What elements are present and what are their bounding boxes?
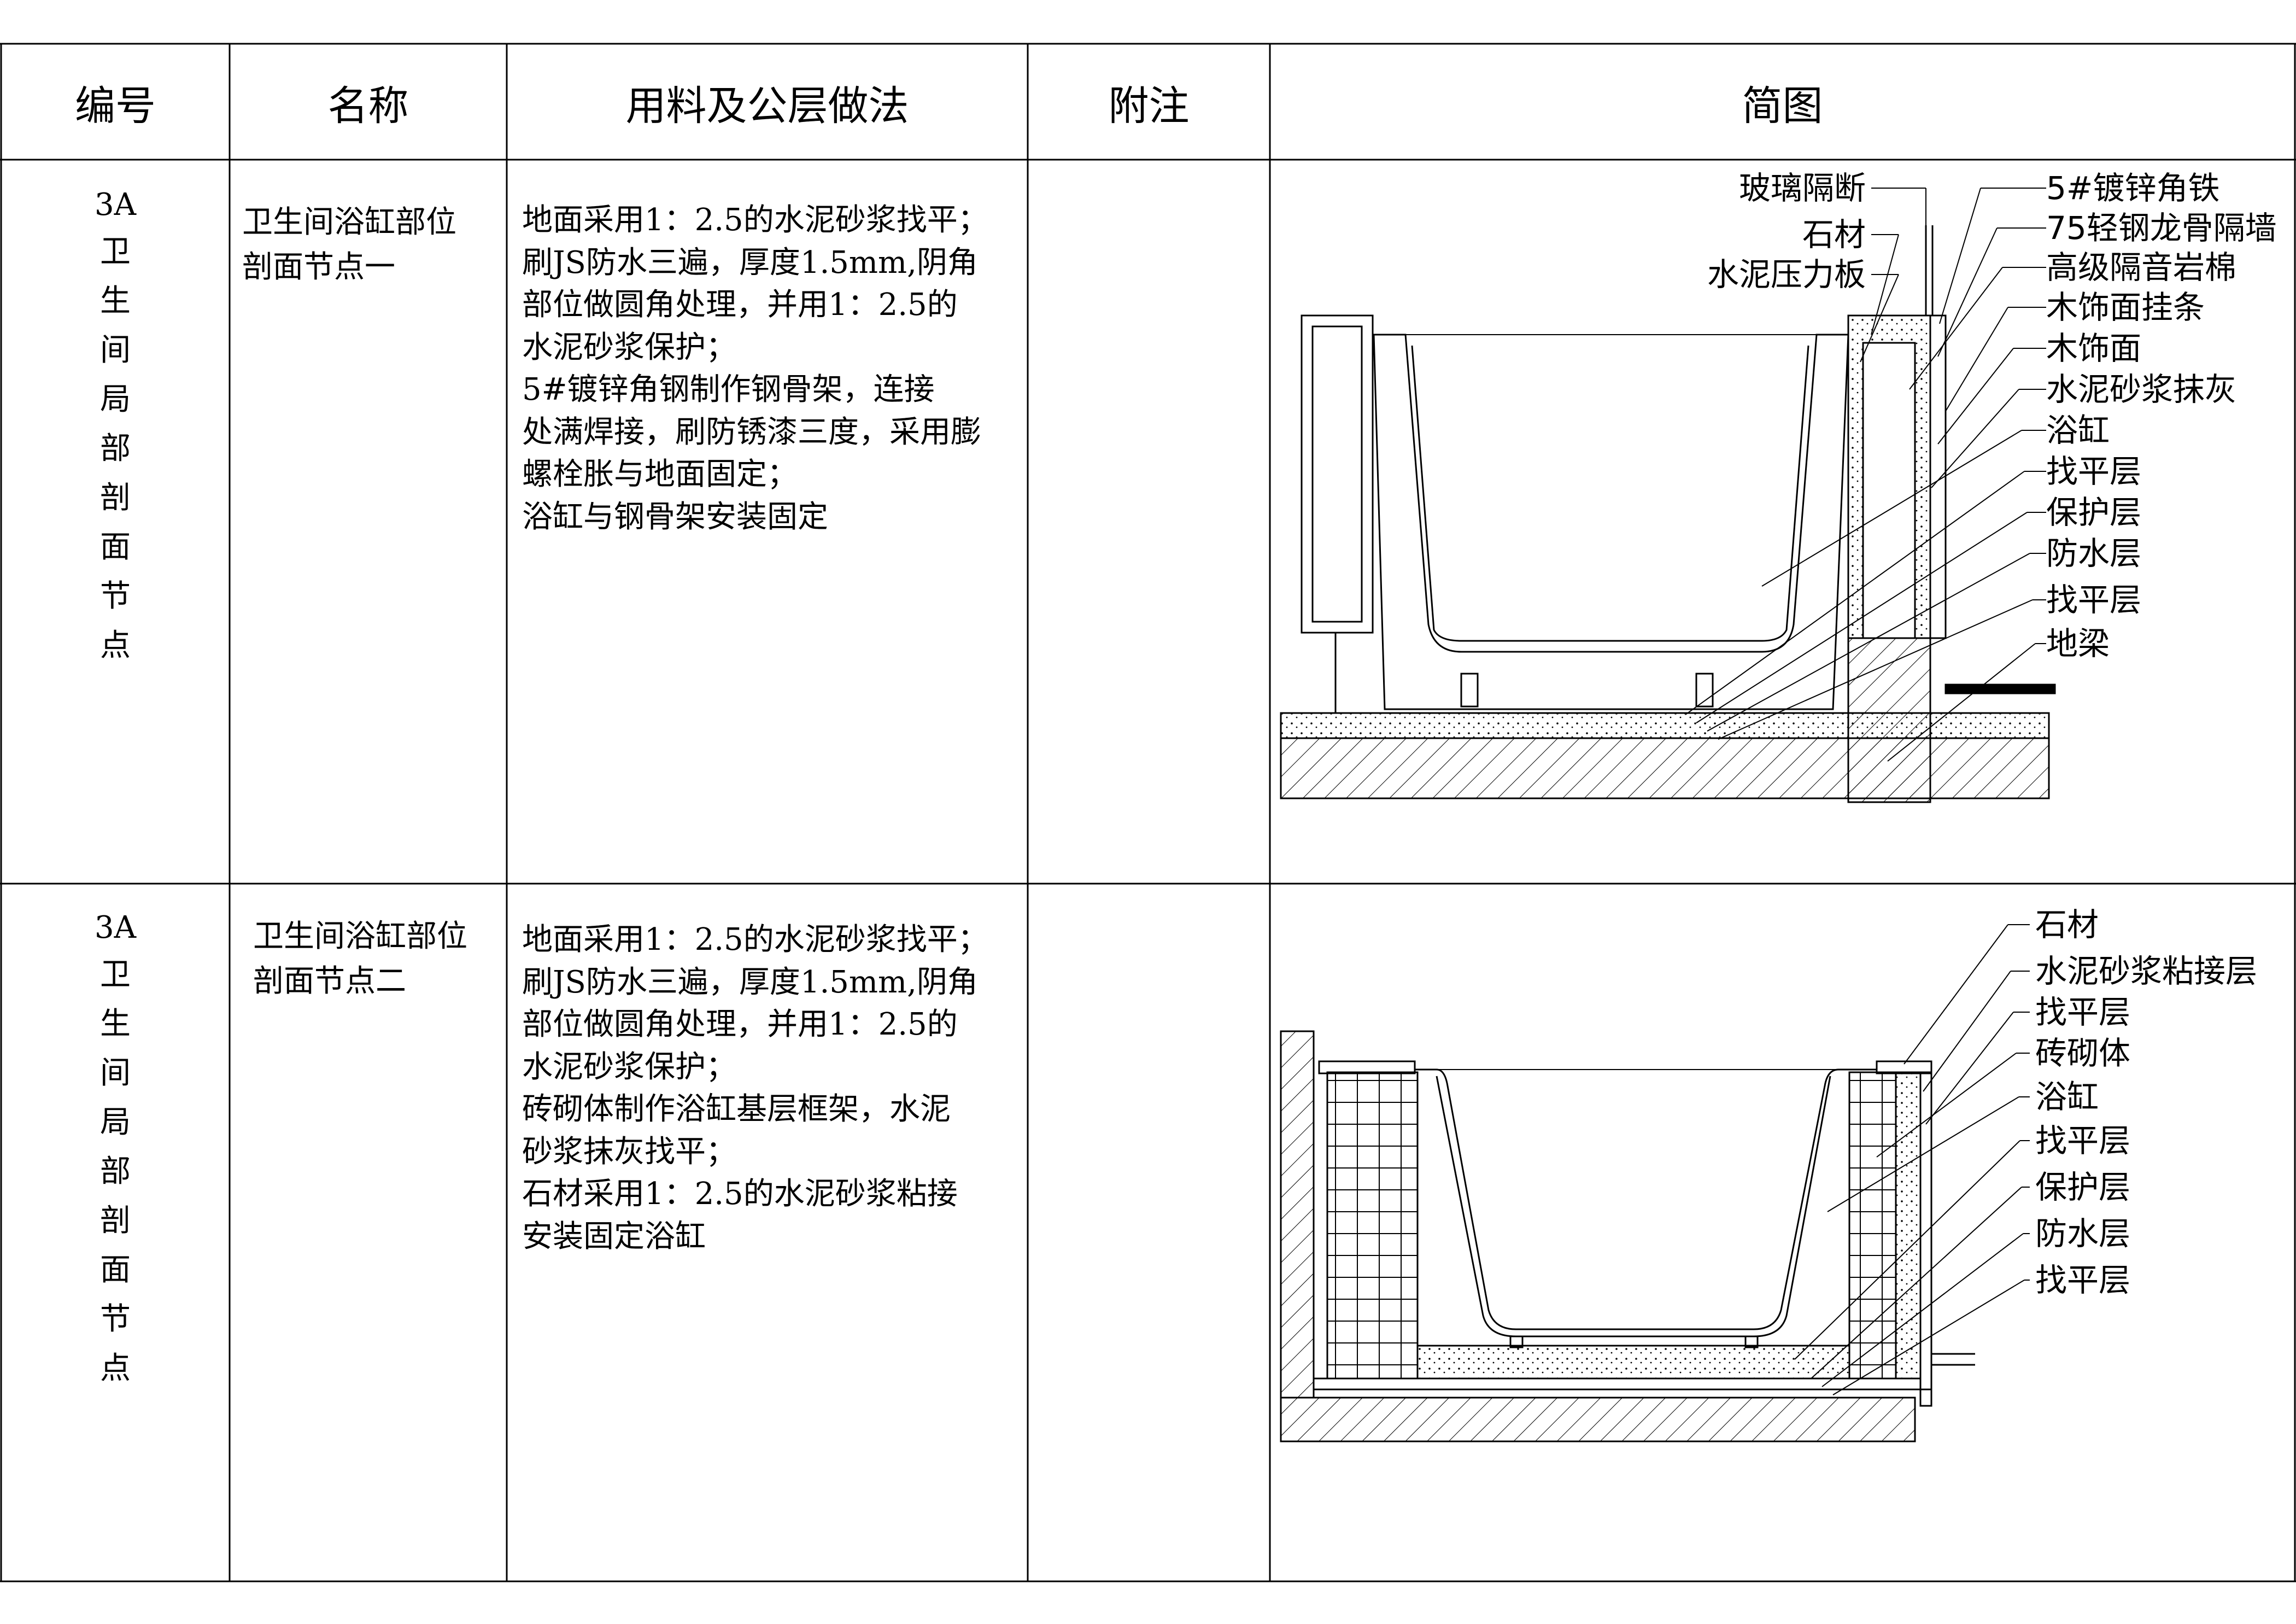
row1-category-char: 面 — [100, 529, 131, 565]
row2-category-char: 卫 — [100, 957, 131, 992]
header-name: 名称 — [327, 82, 409, 130]
row2-method-line: 砂浆抹灰找平； — [522, 1134, 736, 1170]
label-bathtub: 浴缸 — [2035, 1078, 2099, 1115]
row1-code: 3A — [94, 187, 137, 223]
row2-code: 3A — [94, 910, 137, 945]
label-leveling-2: 找平层 — [2046, 581, 2141, 618]
row2-name: 卫生间浴缸部位 剖面节点二 — [253, 914, 505, 1004]
label-brick: 砖砌体 — [2035, 1035, 2130, 1072]
stone-cap-left — [1318, 1060, 1416, 1074]
label-ground-beam: 地梁 — [2046, 625, 2110, 662]
row2-name-line: 卫生间浴缸部位 — [253, 919, 467, 954]
label-mortar-bond: 水泥砂浆粘接层 — [2035, 953, 2257, 990]
label-bathtub: 浴缸 — [2046, 412, 2110, 449]
row2-category-char: 部 — [100, 1154, 131, 1189]
row2-name-line: 剖面节点二 — [253, 963, 406, 999]
label-wood-veneer: 木饰面 — [2046, 330, 2141, 367]
floor-slab — [1280, 1397, 1916, 1442]
label-leveling-1: 找平层 — [2035, 994, 2130, 1031]
row2-method-line: 刷JS防水三遍，厚度1.5mm,阴角 — [522, 964, 978, 1000]
label-leveling-1: 找平层 — [2046, 453, 2141, 490]
label-cement-board: 水泥压力板 — [1707, 256, 1866, 293]
ground-beam — [1847, 637, 1931, 803]
row1-method-line: 处满焊接，刷防锈漆三度，采用膨 — [522, 414, 981, 450]
row1-category-char: 部 — [100, 431, 131, 466]
row1-category-char: 节 — [100, 579, 131, 614]
label-leveling-2: 找平层 — [2035, 1122, 2130, 1159]
row2-method-line: 水泥砂浆保护； — [522, 1049, 736, 1085]
label-steel-stud-wall: 75轻钢龙骨隔墙 — [2046, 209, 2277, 247]
row2-method-line: 石材采用1：2.5的水泥砂浆粘接 — [522, 1176, 958, 1212]
row2-method: 地面采用1：2.5的水泥砂浆找平； 刷JS防水三遍，厚度1.5mm,阴角 部位做… — [522, 919, 1025, 1258]
row1-name: 卫生间浴缸部位 剖面节点一 — [242, 200, 505, 290]
row2-method-line: 安装固定浴缸 — [522, 1218, 706, 1254]
row2-sketch: 石材 水泥砂浆粘接层 找平层 砖砌体 浴缸 找平层 保护层 防水层 找平层 — [1280, 906, 2257, 1442]
header-note: 附注 — [1108, 82, 1190, 130]
row1-category-char: 点 — [100, 628, 131, 663]
row2-category-char: 局 — [100, 1105, 131, 1140]
row1-category-char: 间 — [100, 332, 131, 368]
row1-method-line: 5#镀锌角钢制作钢骨架，连接 — [522, 372, 935, 407]
header-method: 用料及公层做法 — [625, 82, 909, 130]
brick-left — [1326, 1071, 1419, 1380]
label-leveling-3: 找平层 — [2035, 1261, 2130, 1299]
row2-number: 3A 卫 生 间 局 部 剖 面 节 点 — [1, 903, 230, 1393]
header-number: 编号 — [75, 82, 156, 130]
row2-category-char: 节 — [100, 1301, 131, 1337]
row2-method-line: 地面采用1：2.5的水泥砂浆找平； — [522, 922, 988, 957]
row2-category-char: 面 — [100, 1252, 131, 1288]
stone-cap-right — [1876, 1060, 1932, 1074]
row1-category-char: 局 — [100, 382, 131, 417]
row1-name-line: 卫生间浴缸部位 — [242, 205, 456, 240]
row1-name-line: 剖面节点一 — [242, 249, 395, 285]
row2-method-line: 部位做圆角处理，并用1：2.5的 — [522, 1007, 958, 1042]
label-rock-wool: 高级隔音岩棉 — [2046, 249, 2236, 286]
bathtub-outline — [1373, 334, 1849, 710]
row1-category-char: 生 — [100, 283, 131, 319]
label-waterproof: 防水层 — [2046, 535, 2141, 572]
row2-category-char: 间 — [100, 1055, 131, 1091]
label-stone: 石材 — [2035, 906, 2099, 943]
label-stone: 石材 — [1802, 216, 1866, 253]
floor-slab — [1280, 737, 2050, 799]
label-cement-plaster: 水泥砂浆抹灰 — [2046, 371, 2236, 408]
row1-method-line: 刷JS防水三遍，厚度1.5mm,阴角 — [522, 244, 978, 281]
row1-method-line: 地面采用1：2.5的水泥砂浆找平； — [522, 202, 988, 238]
row1-method-line: 水泥砂浆保护； — [522, 329, 736, 365]
brick-right — [1848, 1071, 1897, 1380]
left-frame — [1301, 314, 1374, 634]
label-waterproof: 防水层 — [2035, 1215, 2130, 1252]
label-glass-partition: 玻璃隔断 — [1739, 170, 1866, 207]
label-wood-strip: 木饰面挂条 — [2046, 289, 2205, 326]
row1-number: 3A 卫 生 间 局 部 剖 面 节 点 — [1, 180, 230, 670]
row1-method: 地面采用1：2.5的水泥砂浆找平； 刷JS防水三遍，厚度1.5mm,阴角 部位做… — [522, 199, 1025, 538]
row1-method-line: 螺栓胀与地面固定； — [522, 457, 798, 492]
row2-category-char: 点 — [100, 1351, 131, 1386]
screed-layer — [1280, 712, 2050, 739]
row1-method-line: 部位做圆角处理，并用1：2.5的 — [522, 287, 958, 323]
row2-category-char: 剖 — [100, 1203, 131, 1239]
row2-category-char: 生 — [100, 1006, 131, 1042]
row1-method-line: 浴缸与钢骨架安装固定 — [522, 499, 828, 535]
header-sketch: 简图 — [1742, 82, 1823, 130]
label-protection: 保护层 — [2035, 1169, 2130, 1206]
bathtub-outline — [1415, 1068, 1877, 1330]
label-protection: 保护层 — [2046, 494, 2141, 531]
row1-category-char: 剖 — [100, 480, 131, 516]
row1-category-char: 卫 — [100, 234, 131, 270]
row2-method-line: 砖砌体制作浴缸基层框架，水泥 — [522, 1091, 951, 1127]
label-galvanized-angle: 5#镀锌角铁 — [2046, 170, 2220, 207]
row1-sketch: 玻璃隔断 石材 水泥压力板 5#镀锌角铁 75轻钢龙骨隔墙 高级隔音岩棉 木饰面… — [1280, 170, 2277, 803]
